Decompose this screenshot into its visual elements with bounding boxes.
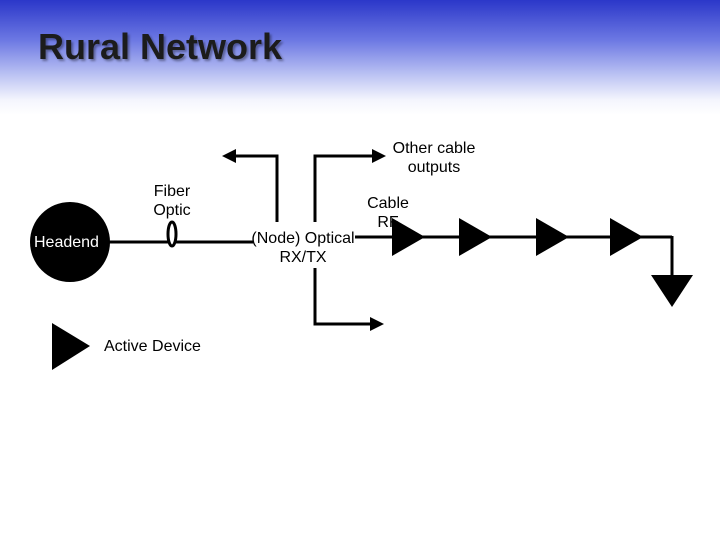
legend-label: Active Device [104,338,201,355]
other-outputs-label: Other cable outputs [392,140,476,176]
amplifier-icon [536,218,569,256]
cable-rf-label: Cable RF [367,195,409,231]
arrow-right-upper-icon [372,149,386,163]
amplifier-down-icon [651,275,693,307]
amplifier-icon [610,218,643,256]
amplifier-icon [392,218,425,256]
node-label: (Node) Optical RX/TX [251,230,355,266]
fiber-optic-label: Fiber Optic [153,183,191,219]
node-upper-right-branch [313,154,374,222]
active-device-legend-icon [52,323,90,370]
amplifier-icon [459,218,492,256]
headend-node [30,202,110,282]
node-lower-branch [313,268,372,326]
headend-label: Headend [34,234,99,251]
slide-title: Rural Network [38,26,283,67]
node-upper-left-branch [234,154,279,222]
optical-node-box [253,222,355,268]
fiber-coil-icon [166,220,178,248]
arrow-right-lower-icon [370,317,384,331]
arrow-left-icon [222,149,236,163]
